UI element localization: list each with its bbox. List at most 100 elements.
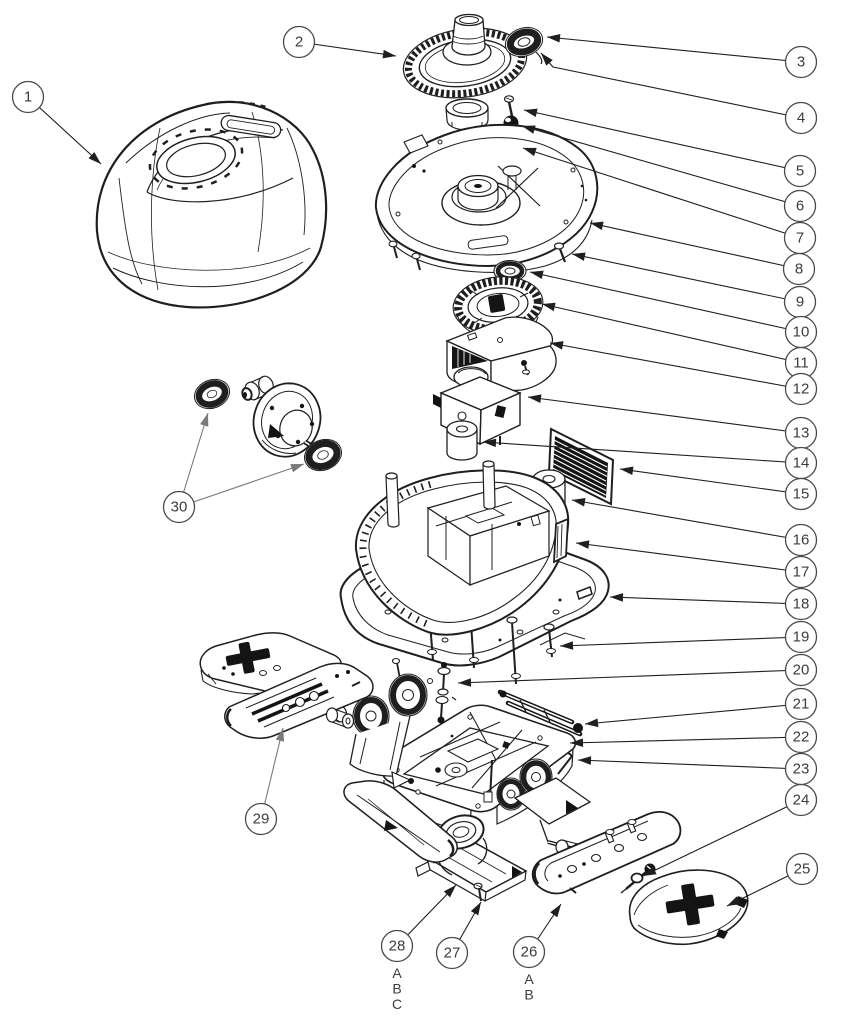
leader-line	[642, 799, 802, 877]
callout-19: 19	[559, 620, 818, 654]
leader-arrowhead	[200, 413, 209, 427]
callout-number: 7	[796, 230, 804, 247]
leader-line	[457, 669, 802, 684]
leader-arrowhead	[443, 885, 456, 898]
callout-number: 30	[171, 499, 188, 516]
leader-line	[559, 636, 802, 647]
callout-circle	[512, 935, 546, 969]
leader-line	[575, 542, 802, 573]
callout-number: 23	[793, 761, 810, 778]
leader-arrowhead	[590, 221, 604, 230]
leader-line	[522, 147, 801, 239]
leader-arrowhead	[275, 728, 285, 742]
part-seal-ring	[504, 26, 544, 65]
part-screw-housing	[553, 242, 567, 263]
leader-arrowhead	[458, 678, 472, 687]
callout-number: 5	[796, 163, 804, 180]
leader-line	[619, 468, 802, 495]
leader-arrowhead	[541, 53, 553, 66]
callout-number: 4	[797, 110, 805, 127]
callout-11: 11	[541, 302, 818, 380]
leader-arrowhead	[547, 33, 561, 43]
part-turbine-assembly	[194, 375, 342, 472]
callout-number: 27	[444, 945, 461, 962]
callout-number: 6	[796, 198, 804, 215]
callout-10: 10	[529, 270, 818, 349]
part-turbine-ring-gear	[402, 13, 528, 99]
callout-number: 14	[793, 455, 810, 472]
callout-25: 25	[726, 852, 819, 907]
part-roller-pin	[325, 707, 355, 729]
callout-27: 27	[435, 901, 482, 970]
callout-number: 11	[793, 355, 809, 372]
part-flap-left-lower	[224, 662, 374, 739]
leader-line	[589, 222, 800, 270]
callout-21: 21	[584, 687, 818, 728]
leader-arrowhead	[523, 147, 537, 157]
callout-15: 15	[619, 466, 818, 511]
leader-line	[27, 96, 102, 165]
callout-number: 21	[793, 696, 810, 713]
callout-circle	[380, 929, 414, 963]
callout-number: 10	[793, 324, 810, 341]
callout-circle	[784, 783, 818, 817]
leader-line	[178, 412, 209, 508]
callout-20: 20	[457, 653, 818, 687]
callout-sub-label: B	[392, 981, 401, 997]
callout-number: 13	[793, 425, 810, 442]
leader-arrowhead	[572, 252, 586, 261]
callout-number: 3	[797, 54, 805, 71]
callout-number: 22	[793, 729, 810, 746]
part-steering-hardware	[427, 662, 457, 724]
leader-line	[482, 441, 802, 464]
part-collar-nut	[445, 98, 489, 161]
callout-circle	[784, 653, 818, 687]
leader-arrowhead	[610, 593, 624, 602]
part-foam-float-left	[446, 420, 478, 461]
callout-circle	[11, 80, 45, 114]
callout-number: 8	[795, 261, 803, 278]
leader-line	[569, 736, 802, 744]
callout-14: 14	[482, 438, 818, 480]
callout-22: 22	[569, 720, 818, 754]
part-skid-plate	[343, 780, 458, 863]
callout-circle	[784, 720, 818, 754]
callout-number: 26	[521, 944, 538, 961]
leader-line	[571, 499, 802, 541]
callout-circle	[784, 523, 818, 557]
part-screw-bracket	[473, 882, 483, 902]
callout-number: 19	[793, 629, 810, 646]
part-chassis-frame	[380, 704, 577, 834]
callout-12: 12	[549, 341, 818, 406]
callout-sub-label: B	[524, 987, 533, 1003]
callout-number: 20	[793, 662, 810, 679]
callout-5: 5	[523, 108, 817, 188]
callout-circle	[785, 852, 819, 886]
leader-arrowhead	[524, 108, 538, 118]
leader-arrowhead	[578, 756, 592, 765]
leader-line	[527, 396, 802, 434]
part-wing-plate	[628, 869, 749, 946]
leader-arrowhead	[470, 902, 481, 916]
callout-layer: 1234567891011121314151617181920212223242…	[11, 25, 819, 1012]
leader-line	[521, 125, 801, 207]
leader-arrowhead	[550, 341, 564, 350]
callout-circle	[784, 372, 818, 406]
callout-18: 18	[609, 587, 818, 621]
leader-arrowhead	[550, 904, 561, 918]
callout-circle	[784, 555, 818, 589]
callout-number: 1	[24, 89, 32, 106]
leader-arrowhead	[727, 896, 741, 906]
callout-16: 16	[571, 498, 818, 557]
leader-line	[529, 271, 802, 333]
part-housing-foot-screws	[388, 240, 421, 271]
callout-circle	[784, 587, 818, 621]
callout-sub-label: C	[392, 996, 402, 1012]
callout-2: 2	[282, 25, 397, 59]
leader-arrowhead	[522, 125, 536, 134]
callout-number: 25	[794, 861, 811, 878]
callout-13: 13	[527, 394, 818, 450]
leader-line	[571, 253, 801, 303]
